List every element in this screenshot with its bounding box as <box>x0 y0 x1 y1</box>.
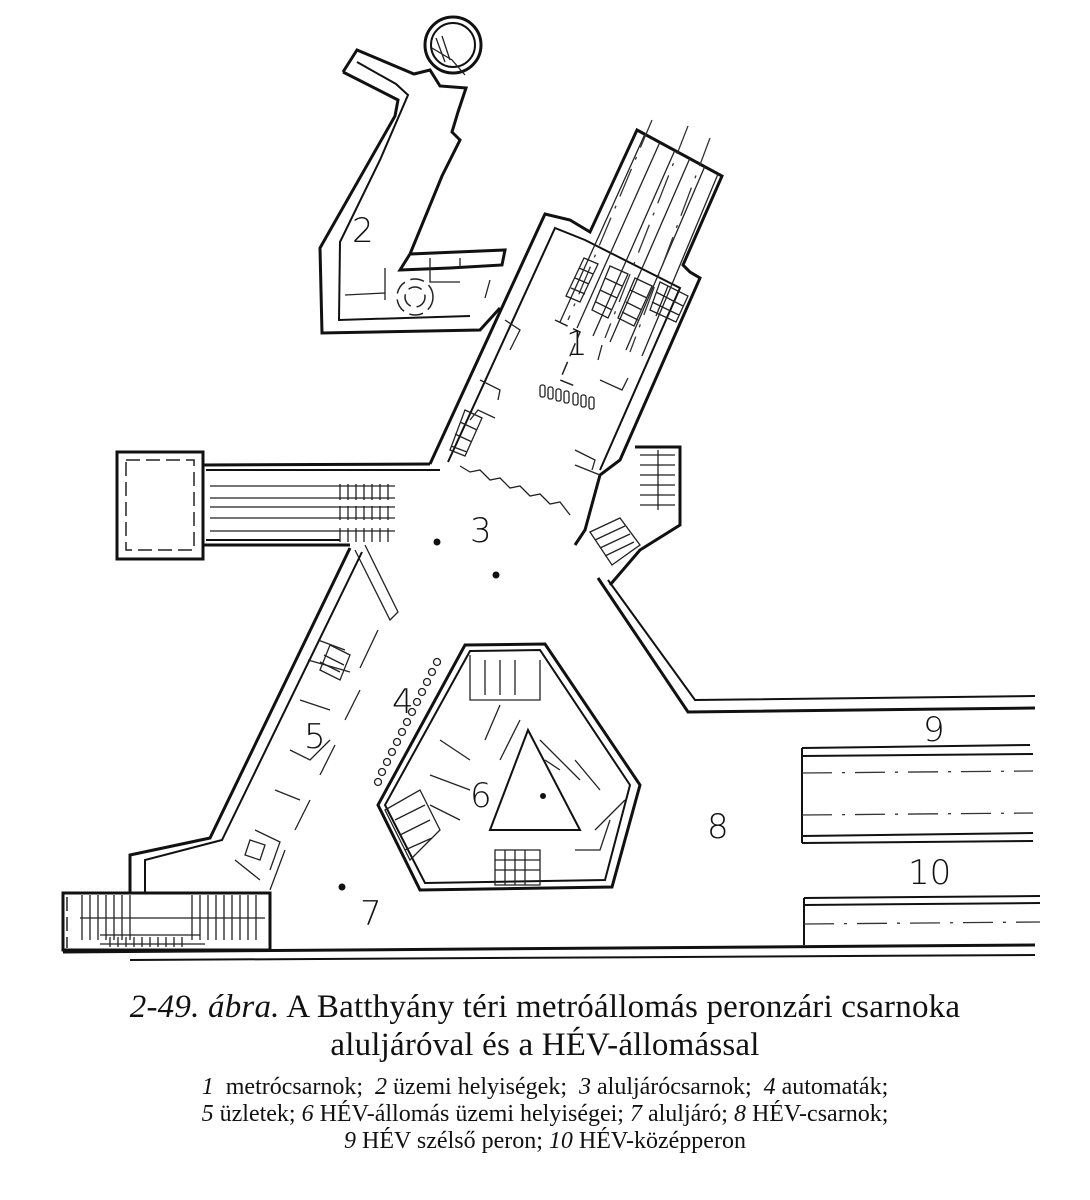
legend-line: 5 üzletek; 6 HÉV-állomás üzemi helyisége… <box>0 1101 1090 1128</box>
shops-wing <box>128 547 379 892</box>
legend-number: 10 <box>548 1128 573 1154</box>
right-stair <box>589 445 682 586</box>
legend-number: 1 <box>201 1074 214 1100</box>
pillar <box>492 571 500 579</box>
legend-text: aluljáró; <box>647 1101 728 1127</box>
legend: 1 metrócsarnok; 2 üzemi helyiségek; 3 al… <box>0 1074 1090 1155</box>
bottom-stairs <box>61 891 1036 961</box>
caption-title-line-1: A Batthyány téri metróállomás peronzári … <box>286 989 961 1025</box>
label-1-metro-hall: 1 <box>566 324 588 364</box>
figure-word: ábra. <box>208 989 280 1025</box>
label-2-service-rooms: 2 <box>352 211 374 251</box>
legend-text: aluljárócsarnok; <box>597 1074 752 1100</box>
legend-text: metrócsarnok; <box>225 1074 364 1100</box>
legend-line: 1 metrócsarnok; 2 üzemi helyiségek; 3 al… <box>0 1074 1090 1101</box>
caption-title: 2-49. ábra. A Batthyány téri metróállomá… <box>0 988 1090 1064</box>
legend-number: 3 <box>579 1074 591 1100</box>
service-rooms-wing <box>318 15 507 335</box>
legend-number: 7 <box>629 1101 642 1127</box>
legend-text: HÉV-középperon <box>578 1128 746 1154</box>
label-4-vending-machines: 4 <box>392 682 414 722</box>
legend-number: 4 <box>763 1074 776 1100</box>
label-6-hev-operations: 6 <box>470 776 492 816</box>
legend-text: HÉV-csarnok; <box>751 1101 889 1127</box>
floor-plan: 1 2 3 4 5 6 7 8 9 10 <box>61 15 1041 961</box>
legend-text: HÉV-állomás üzemi helyiségei; <box>319 1101 624 1127</box>
caption-title-line-2: aluljáróval és a HÉV-állomással <box>330 1027 760 1063</box>
label-3-underpass-hall: 3 <box>470 511 492 551</box>
legend-line: 9 HÉV szélső peron; 10 HÉV-középperon <box>0 1128 1090 1155</box>
label-8-hev-hall: 8 <box>707 807 729 847</box>
legend-number: 2 <box>375 1074 388 1100</box>
legend-number: 8 <box>733 1101 746 1127</box>
label-10-hev-middle-platform: 10 <box>908 853 951 893</box>
legend-text: üzletek; <box>219 1101 296 1127</box>
figure-number: 2-49. <box>129 989 200 1025</box>
metro-hall <box>428 119 724 546</box>
legend-number: 6 <box>301 1101 314 1127</box>
figure-caption: 2-49. ábra. A Batthyány téri metróállomá… <box>0 988 1090 1155</box>
legend-number: 9 <box>344 1128 357 1154</box>
pillar <box>433 538 441 546</box>
left-stair-pavilion <box>115 450 440 561</box>
legend-text: HÉV szélső peron; <box>362 1128 543 1154</box>
legend-text: üzemi helyiségek; <box>393 1074 567 1100</box>
legend-text: automaták; <box>781 1074 889 1100</box>
hev-operations-block <box>373 642 642 892</box>
label-5-shops: 5 <box>304 717 326 757</box>
legend-number: 5 <box>201 1101 214 1127</box>
label-9-hev-side-platform: 9 <box>923 710 945 750</box>
hev-platforms <box>801 744 1041 945</box>
underpass-walls <box>354 544 1036 714</box>
label-7-underpass: 7 <box>360 894 382 934</box>
pillar <box>338 883 346 891</box>
